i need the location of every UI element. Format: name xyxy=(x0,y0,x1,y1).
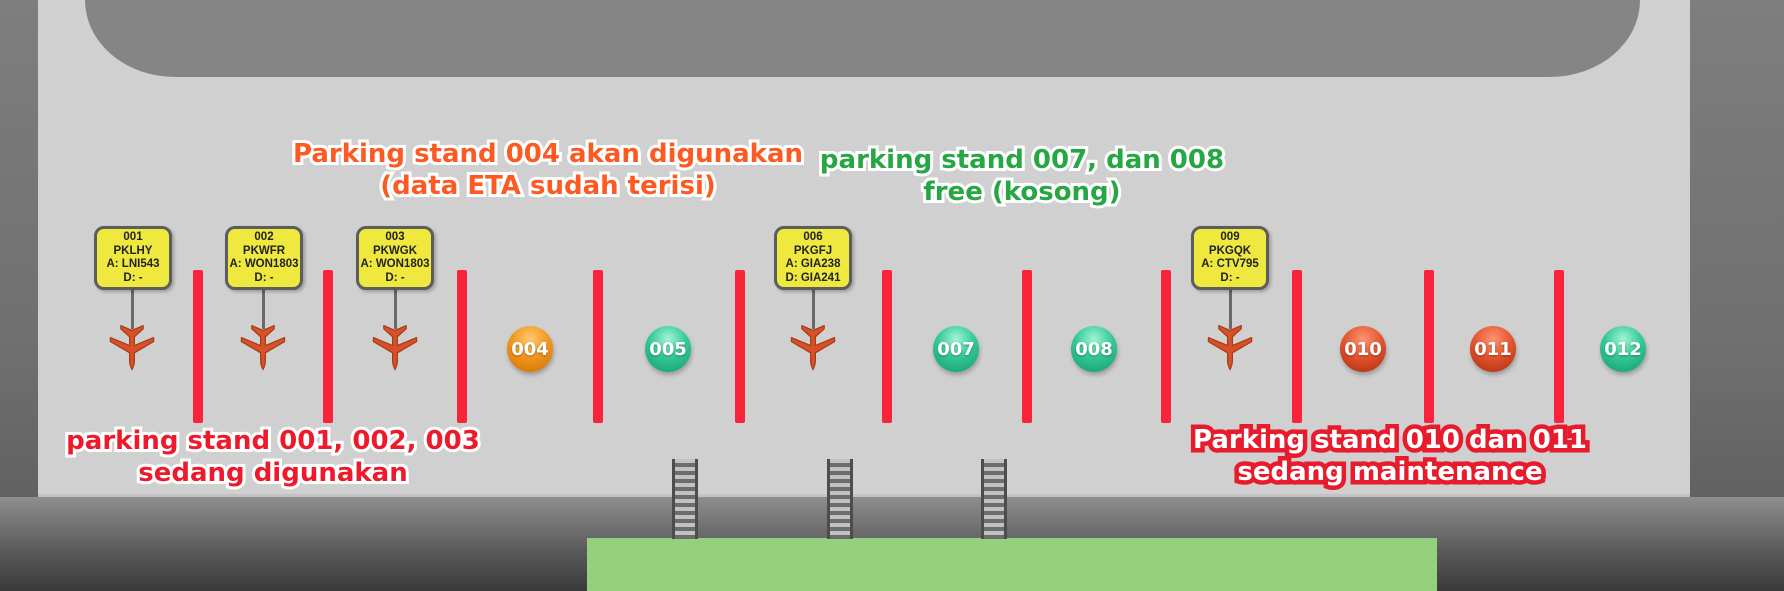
departure-flight: D: - xyxy=(385,271,405,284)
stairs-icon xyxy=(827,459,853,539)
strip-connector-line xyxy=(261,289,265,329)
apron-surface xyxy=(38,0,1690,497)
annotation-stands-maintenance: Parking stand 010 dan 011 sedang mainten… xyxy=(1188,421,1591,492)
stand-code: 001 xyxy=(123,231,143,243)
terminal-building xyxy=(85,0,1640,77)
stand-divider xyxy=(1292,270,1302,423)
stand-divider xyxy=(882,270,892,423)
aircraft-registration: PKGQK xyxy=(1208,244,1252,257)
annotation-stands-occupied: parking stand 001, 002, 003 sedang digun… xyxy=(63,423,483,491)
departure-flight: D: GIA241 xyxy=(785,271,841,284)
stand-011-badge[interactable]: 011 xyxy=(1470,326,1516,372)
arrival-flight: A: CTV795 xyxy=(1201,258,1259,270)
airplane-icon xyxy=(240,325,286,371)
stand-divider xyxy=(193,270,203,423)
annotation-stands-free: parking stand 007, dan 008 free (kosong) xyxy=(817,142,1227,210)
airplane-icon xyxy=(790,325,836,371)
airplane-icon xyxy=(109,325,155,371)
stand-divider xyxy=(593,270,603,423)
arrival-flight: A: WON1803 xyxy=(360,258,430,270)
arrival-flight: A: LNI543 xyxy=(106,258,160,270)
stand-divider xyxy=(1424,270,1434,423)
stand-012-badge[interactable]: 012 xyxy=(1600,326,1646,372)
stairs-icon xyxy=(981,459,1007,539)
strip-connector-line xyxy=(811,289,815,329)
departure-flight: D: - xyxy=(123,271,143,284)
stand-divider xyxy=(1022,270,1032,423)
green-platform xyxy=(587,538,1437,591)
stairs-icon xyxy=(672,459,698,539)
stand-001-flight-strip[interactable]: 001 PKLHY A: LNI543 D: - xyxy=(94,226,172,290)
stand-code: 003 xyxy=(385,231,405,243)
stand-010-badge[interactable]: 010 xyxy=(1340,326,1386,372)
strip-connector-line xyxy=(1228,289,1232,329)
stand-divider xyxy=(1161,270,1171,423)
aircraft-registration: PKLHY xyxy=(113,244,153,257)
airplane-icon xyxy=(372,325,418,371)
stand-005-badge[interactable]: 005 xyxy=(645,326,691,372)
stand-003-flight-strip[interactable]: 003 PKWGK A: WON1803 D: - xyxy=(356,226,434,290)
stand-006-flight-strip[interactable]: 006 PKGFJ A: GIA238 D: GIA241 xyxy=(774,226,852,290)
stand-002-flight-strip[interactable]: 002 PKWFR A: WON1803 D: - xyxy=(225,226,303,290)
arrival-flight: A: WON1803 xyxy=(229,258,299,270)
stand-code: 009 xyxy=(1220,231,1240,243)
strip-connector-line xyxy=(393,289,397,329)
aircraft-registration: PKGFJ xyxy=(793,244,833,257)
stand-divider xyxy=(323,270,333,423)
stand-004-badge[interactable]: 004 xyxy=(507,326,553,372)
stand-divider xyxy=(457,270,467,423)
stand-009-flight-strip[interactable]: 009 PKGQK A: CTV795 D: - xyxy=(1191,226,1269,290)
arrival-flight: A: GIA238 xyxy=(785,258,841,270)
stand-divider xyxy=(1554,270,1564,423)
stand-008-badge[interactable]: 008 xyxy=(1071,326,1117,372)
aircraft-registration: PKWFR xyxy=(242,244,286,257)
aircraft-registration: PKWGK xyxy=(372,244,418,257)
airplane-icon xyxy=(1207,325,1253,371)
stand-code: 006 xyxy=(803,231,823,243)
stand-divider xyxy=(735,270,745,423)
annotation-stand-004-reserved: Parking stand 004 akan digunakan (data E… xyxy=(290,136,806,204)
stand-007-badge[interactable]: 007 xyxy=(933,326,979,372)
strip-connector-line xyxy=(130,289,134,329)
departure-flight: D: - xyxy=(1220,271,1240,284)
departure-flight: D: - xyxy=(254,271,274,284)
stand-code: 002 xyxy=(254,231,274,243)
